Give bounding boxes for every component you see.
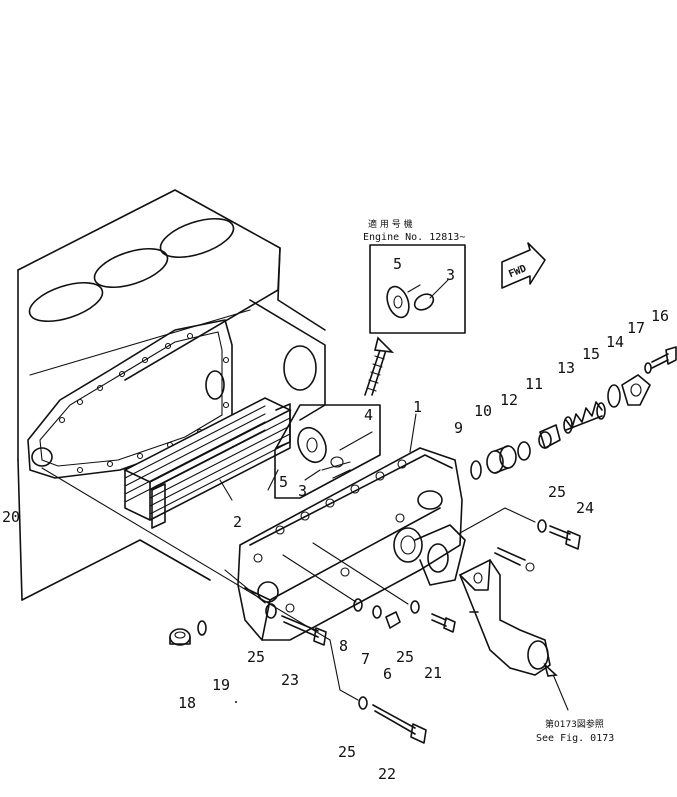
callout-25-d: 25 bbox=[338, 743, 356, 761]
detail-callout-5: 5 bbox=[279, 473, 288, 491]
part-12-ring bbox=[517, 441, 531, 461]
part-15-oring bbox=[607, 384, 621, 408]
callout-19: 19 bbox=[212, 676, 230, 694]
callout-1: 1 bbox=[413, 398, 422, 416]
part-18-plug bbox=[169, 628, 191, 646]
callout-6: 6 bbox=[383, 665, 392, 683]
part-21-stud bbox=[431, 613, 456, 633]
applicability-inset bbox=[369, 244, 466, 334]
callout-17: 17 bbox=[627, 319, 645, 337]
callout-24: 24 bbox=[576, 499, 594, 517]
callout-7: 7 bbox=[361, 650, 370, 668]
detail-callout-3: 3 bbox=[298, 482, 307, 500]
callout-labels: 1 2 6 7 8 9 10 11 12 13 14 15 16 17 18 1… bbox=[2, 255, 669, 783]
cover-bolt-bosses bbox=[253, 459, 407, 613]
callout-14: 14 bbox=[606, 333, 624, 351]
lower-parts bbox=[169, 519, 581, 744]
callout-16: 16 bbox=[651, 307, 669, 325]
text-notes: 適 用 号 機 Engine No. 12813~ 第0173図参照 See F… bbox=[363, 218, 614, 744]
see-fig-label-en: See Fig. 0173 bbox=[536, 733, 614, 744]
cooler-cover-part-1 bbox=[237, 447, 466, 641]
part-16-bolt bbox=[651, 346, 677, 369]
part-25-washer-c bbox=[537, 519, 547, 533]
part-23-bolt bbox=[281, 615, 327, 646]
callout-10: 10 bbox=[474, 402, 492, 420]
cooler-element-part-2 bbox=[123, 397, 292, 529]
elbow-pipe bbox=[458, 547, 551, 676]
see-fig-label-jp: 第0173図参照 bbox=[545, 718, 604, 730]
fwd-direction-marker: FWD bbox=[501, 242, 546, 289]
gasket-detail-box bbox=[274, 404, 381, 499]
applicability-label-jp: 適 用 号 機 bbox=[368, 218, 413, 230]
right-parts-chain bbox=[470, 346, 677, 480]
part-10-sleeve bbox=[486, 445, 517, 474]
callout-18: 18 bbox=[178, 694, 196, 712]
detail-callout-4: 4 bbox=[364, 406, 373, 424]
callout-11: 11 bbox=[525, 375, 543, 393]
inset-callout-5: 5 bbox=[393, 255, 402, 273]
engine-block bbox=[17, 189, 326, 601]
callout-25-c: 25 bbox=[548, 483, 566, 501]
callout-25-b: 25 bbox=[396, 648, 414, 666]
inset-callout-3: 3 bbox=[446, 266, 455, 284]
engine-number-label: Engine No. 12813~ bbox=[363, 232, 465, 243]
callout-23: 23 bbox=[281, 671, 299, 689]
part-14-cover bbox=[621, 374, 651, 406]
stray-dot bbox=[235, 701, 237, 703]
part-19-oring bbox=[197, 620, 207, 636]
part-25-washer-d bbox=[358, 696, 368, 710]
part-13-spring bbox=[563, 401, 606, 434]
part-8-washer bbox=[353, 598, 363, 612]
part-9-washer bbox=[470, 460, 482, 480]
callout-8: 8 bbox=[339, 637, 348, 655]
callout-15: 15 bbox=[582, 345, 600, 363]
callout-20: 20 bbox=[2, 508, 20, 526]
part-25-washer-a bbox=[265, 603, 277, 619]
part-7-washer bbox=[372, 605, 382, 619]
leader-lines bbox=[41, 413, 569, 711]
part-22-bolt bbox=[372, 704, 427, 744]
part-6-nut bbox=[385, 611, 401, 629]
gasket-part-20 bbox=[27, 319, 233, 479]
callout-25-a: 25 bbox=[247, 648, 265, 666]
part-24-bolt bbox=[549, 525, 581, 550]
part-11-fitting bbox=[538, 424, 561, 449]
part-25-washer-b bbox=[410, 600, 420, 614]
callout-12: 12 bbox=[500, 391, 518, 409]
inset-pointer-arrow bbox=[364, 336, 395, 396]
callout-9: 9 bbox=[454, 419, 463, 437]
callout-2: 2 bbox=[233, 513, 242, 531]
callout-22: 22 bbox=[378, 765, 396, 783]
callout-21: 21 bbox=[424, 664, 442, 682]
part-17-washer bbox=[644, 362, 652, 374]
callout-13: 13 bbox=[557, 359, 575, 377]
